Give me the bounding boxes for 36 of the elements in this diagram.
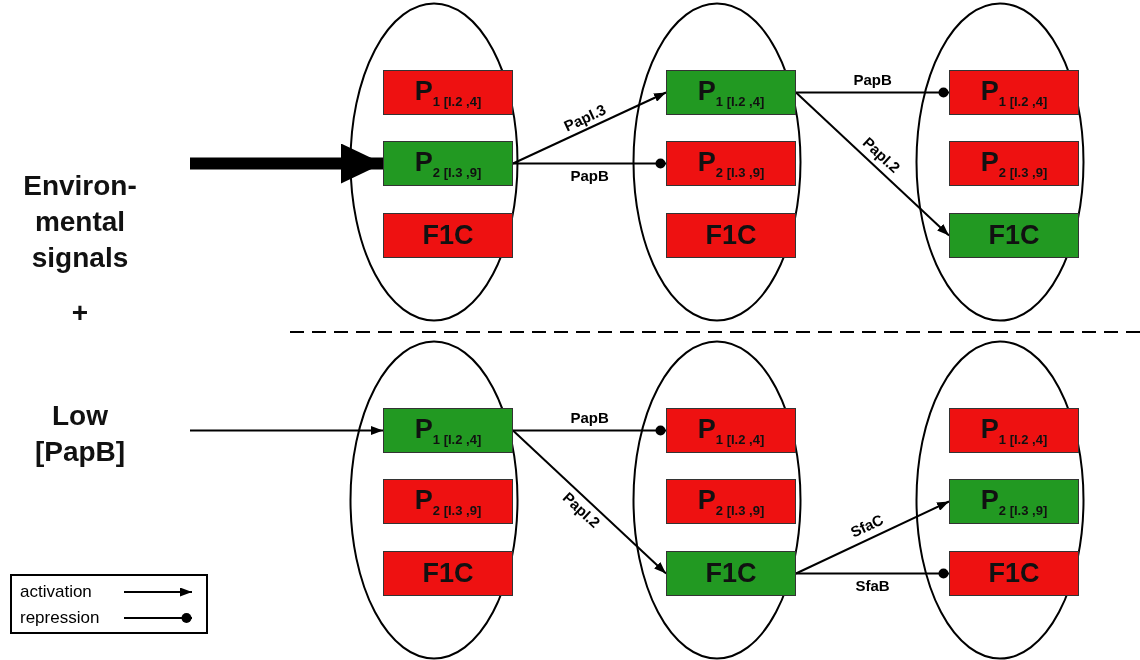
edge-label: PapB	[851, 72, 894, 89]
condition-label: Environ- mental signals	[22, 169, 138, 275]
promoter-box: P$_{2 [I.3 ,9]}$	[949, 141, 1079, 186]
promoter-box: P$_{1 [I.2 ,4]}$	[666, 70, 796, 115]
legend-label: activation	[20, 582, 93, 602]
promoter-box: P$_{2 [I.3 ,9]}$	[383, 479, 513, 524]
promoter-box: F1C	[666, 213, 796, 258]
promoter-box: F1C	[383, 551, 513, 596]
promoter-box: P$_{1 [I.2 ,4]}$	[949, 70, 1079, 115]
promoter-box: P$_{1 [I.2 ,4]}$	[666, 408, 796, 453]
promoter-box: P$_{2 [I.3 ,9]}$	[949, 479, 1079, 524]
promoter-box: P$_{2 [I.3 ,9]}$	[383, 141, 513, 186]
activation-arrow	[189, 426, 384, 435]
promoter-box: P$_{1 [I.2 ,4]}$	[383, 70, 513, 115]
repression-line	[795, 568, 950, 579]
repression-line	[512, 425, 667, 436]
repression-line	[512, 158, 667, 169]
promoter-box: P$_{1 [I.2 ,4]}$	[383, 408, 513, 453]
activation-arrow	[512, 429, 667, 575]
condition-label: +	[70, 296, 90, 330]
edge-label: PapB	[568, 410, 611, 427]
promoter-box: P$_{2 [I.3 ,9]}$	[666, 479, 796, 524]
legend-label: repression	[20, 608, 101, 628]
activation-arrow	[512, 91, 667, 165]
promoter-box: P$_{1 [I.2 ,4]}$	[949, 408, 1079, 453]
condition-label: Low [PapB]	[33, 399, 127, 469]
activation-arrow	[795, 500, 950, 575]
activation-arrow	[795, 91, 950, 237]
promoter-box: F1C	[666, 551, 796, 596]
edge-label: PapB	[568, 168, 611, 185]
activation-arrow	[190, 143, 383, 184]
repression-line	[795, 87, 950, 98]
promoter-box: F1C	[949, 551, 1079, 596]
promoter-box: F1C	[949, 213, 1079, 258]
promoter-box: F1C	[383, 213, 513, 258]
promoter-box: P$_{2 [I.3 ,9]}$	[666, 141, 796, 186]
